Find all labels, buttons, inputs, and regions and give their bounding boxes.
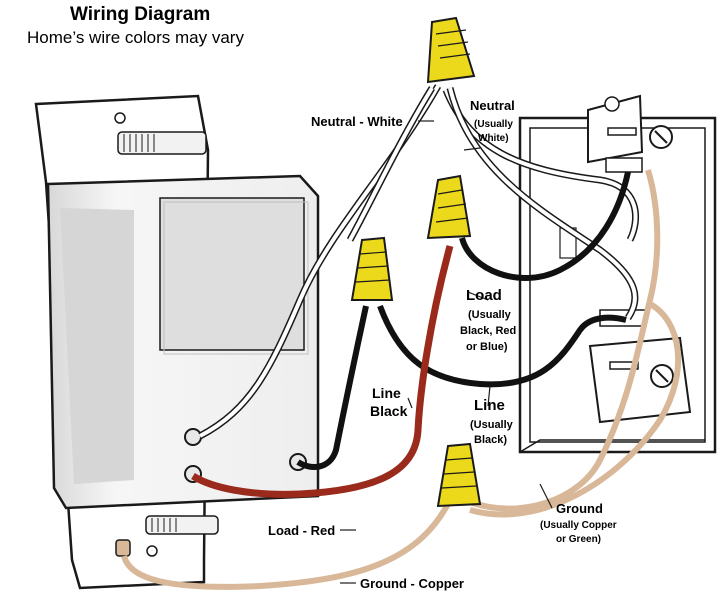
label-ground-copper: Ground - Copper bbox=[360, 576, 464, 591]
label-load-red: Load - Red bbox=[268, 523, 335, 538]
wire-nut-ground bbox=[436, 442, 482, 508]
svg-text:Ground: Ground bbox=[556, 501, 603, 516]
leader-lines bbox=[340, 120, 553, 584]
svg-text:Load: Load bbox=[466, 287, 502, 304]
label-line: Line (Usually Black) bbox=[470, 397, 514, 446]
svg-text:Black, Red: Black, Red bbox=[460, 325, 516, 337]
neutral-white-wires bbox=[198, 84, 639, 440]
label-neutral: Neutral (Usually White) bbox=[470, 98, 515, 144]
load-red-wire bbox=[191, 245, 454, 498]
svg-text:Line: Line bbox=[474, 397, 505, 414]
dimmer-switch bbox=[34, 94, 320, 590]
electrical-box bbox=[518, 94, 717, 454]
label-load: Load (Usually Black, Red or Blue) bbox=[460, 287, 516, 353]
ground-copper-wires bbox=[121, 169, 682, 590]
svg-text:(Usually: (Usually bbox=[468, 309, 512, 321]
label-ground: Ground (Usually Copper or Green) bbox=[540, 501, 617, 545]
wire-nut-load bbox=[426, 174, 472, 240]
svg-text:Line: Line bbox=[372, 385, 401, 401]
svg-text:Neutral: Neutral bbox=[470, 98, 515, 113]
svg-text:(Usually: (Usually bbox=[474, 119, 513, 130]
svg-text:(Usually: (Usually bbox=[470, 419, 514, 431]
label-neutral-white: Neutral - White bbox=[311, 114, 403, 129]
svg-text:(Usually Copper: (Usually Copper bbox=[540, 520, 617, 531]
diagram-title: Wiring Diagram bbox=[70, 4, 211, 25]
load-black-wire bbox=[459, 171, 631, 281]
svg-text:Black: Black bbox=[370, 403, 408, 419]
svg-text:White): White) bbox=[478, 133, 509, 144]
wire-nut-line bbox=[350, 236, 394, 301]
svg-text:or Green): or Green) bbox=[556, 534, 601, 545]
svg-text:Black): Black) bbox=[474, 434, 507, 446]
wire-nut-neutral bbox=[426, 16, 476, 84]
line-black-wires bbox=[296, 304, 627, 470]
diagram-subtitle: Home’s wire colors may vary bbox=[27, 28, 244, 47]
label-line-black: Line Black bbox=[370, 385, 408, 419]
svg-text:or Blue): or Blue) bbox=[466, 341, 508, 353]
